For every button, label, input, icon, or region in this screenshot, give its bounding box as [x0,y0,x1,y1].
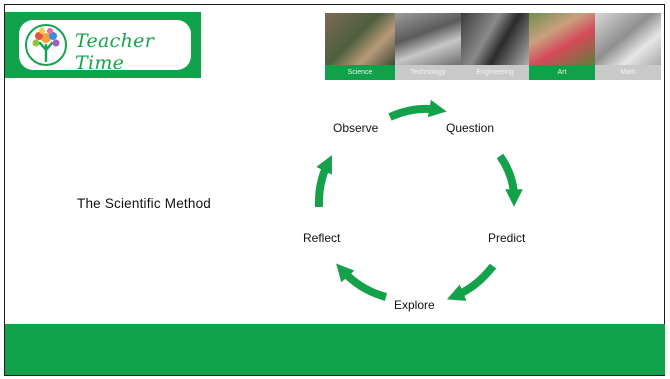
technology-photo [395,13,461,65]
step-question: Question [446,121,495,135]
logo-card: Teacher Time [19,20,191,74]
logo-banner: Teacher Time [5,12,201,78]
arrow-explore-to-reflect [336,263,388,301]
tab-science: Science [325,65,395,80]
tab-art: Art [529,65,595,80]
math-photo [595,13,661,65]
slide-title: The Scientific Method [77,196,212,211]
subject-photo-strip: Science Technology Engineering Art Math [325,13,661,80]
logo-text: Teacher Time [75,30,155,74]
arrow-reflect-to-observe [314,155,332,208]
tab-math: Math [595,65,661,80]
footer-bar [5,324,665,375]
step-reflect: Reflect [303,231,341,245]
step-observe: Observe [333,121,379,135]
arrow-question-to-predict [496,153,523,207]
step-predict: Predict [488,231,526,245]
arrow-observe-to-question [388,99,447,121]
step-explore: Explore [394,298,435,312]
science-photo [325,13,395,65]
arrow-predict-to-explore [446,263,497,301]
art-photo [529,13,595,65]
tree-logo-icon [25,24,67,66]
tab-engineering: Engineering [461,65,529,80]
tab-technology: Technology [395,65,461,80]
engineering-photo [461,13,529,65]
